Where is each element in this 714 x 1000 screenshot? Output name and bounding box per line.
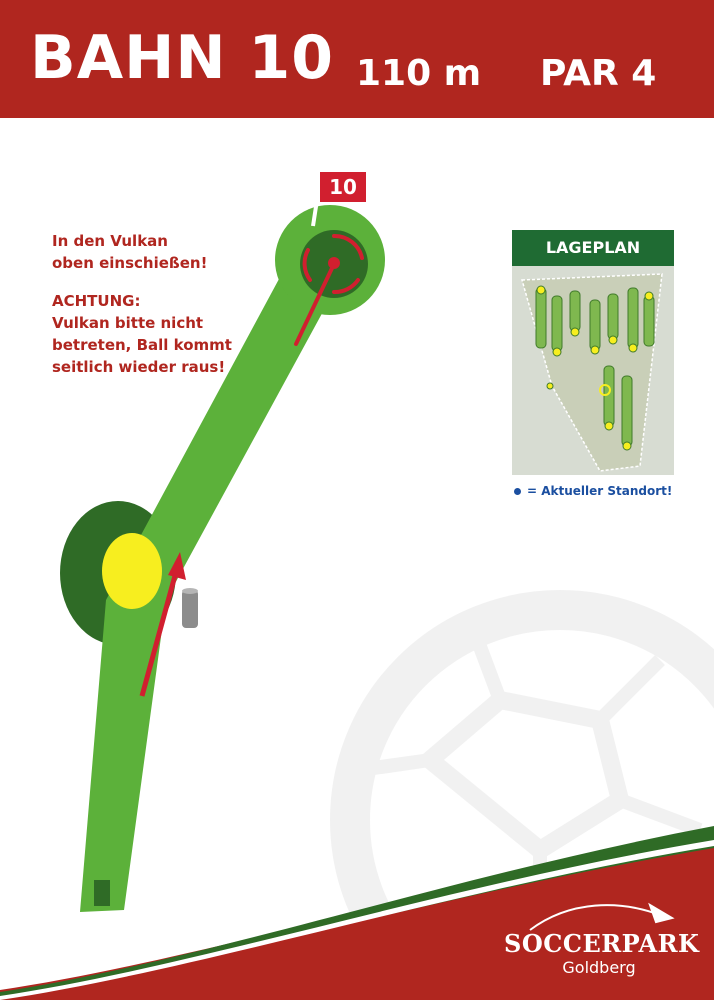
volcano-hole [328,257,340,269]
warning-line-1: Vulkan bitte nicht [52,314,204,332]
site-map-drawing [521,273,663,472]
hole-par: PAR 4 [540,53,657,94]
brand-logo: SOCCERPARK Goldberg [504,929,700,978]
warning-line-2: betreten, Ball kommt [52,336,232,354]
site-map-legend: = Aktueller Standort! [514,484,672,498]
warning-heading: ACHTUNG: [52,292,141,310]
flag-icon [320,172,366,202]
warning-block: ACHTUNG: Vulkan bitte nicht betreten, Ba… [52,290,232,378]
direction-arrow-icon [139,552,186,697]
brand-subtitle: Goldberg [562,958,636,977]
flag-pole [311,199,319,227]
header-banner: BAHN 10 110 m PAR 4 [0,0,714,118]
yellow-hazard [102,533,162,609]
instruction-line-1: In den Vulkan [52,232,168,250]
warning-line-3: seitlich wieder raus! [52,358,226,376]
site-map: LAGEPLAN [512,230,674,475]
hole-title: BAHN 10 [30,23,334,93]
volcano-swirl [294,233,364,346]
instruction-line-2: oben einschießen! [52,254,208,272]
location-dot-icon [514,487,521,495]
brand-name: SOCCERPARK [504,929,700,958]
bottom-swoosh [0,826,714,1000]
hole-distance: 110 m [356,53,482,94]
obstacle-post [182,588,198,628]
current-location-marker [599,384,611,396]
site-map-title: LAGEPLAN [512,230,674,266]
tee-mat [94,880,110,906]
flag-number: 10 [329,175,357,199]
legend-text: = Aktueller Standort! [527,484,673,498]
shot-instruction: In den Vulkan oben einschießen! [52,230,207,274]
brand-flag-icon [529,902,675,931]
soccer-ball-watermark [330,590,714,1000]
